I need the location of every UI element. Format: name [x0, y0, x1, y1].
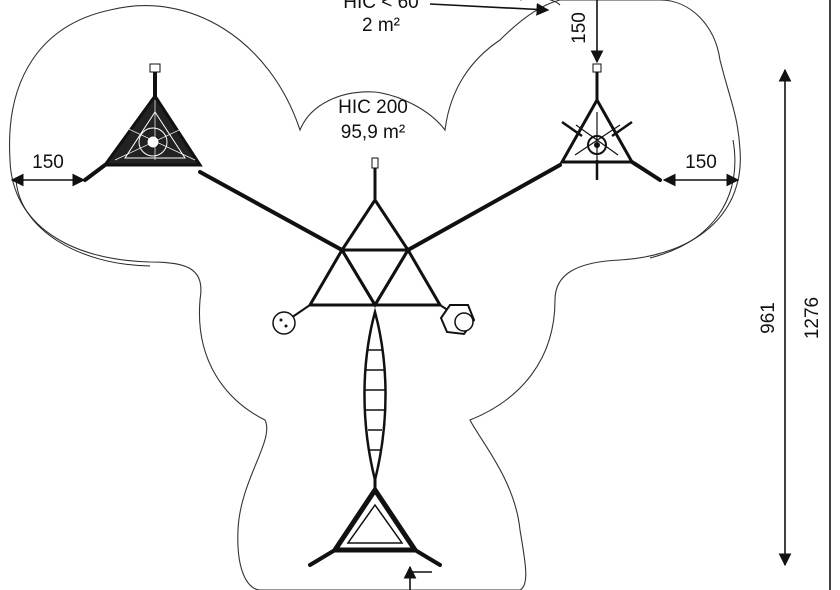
inner-height-label: 961: [758, 302, 779, 334]
right-net-pyramid: [559, 63, 662, 182]
total-height-label: 1276: [802, 297, 823, 339]
hic-large-label: HIC 200: [338, 97, 408, 118]
hic-small-label: HIC < 60: [343, 0, 419, 13]
hic-small-area: 2 m²: [362, 15, 400, 36]
hic-small-leader: [429, 3, 550, 16]
top-clearance-label: 150: [569, 12, 590, 44]
dimension-bottom: [403, 565, 432, 590]
left-net-pyramid: [83, 63, 203, 182]
left-clearance-label: 150: [32, 152, 64, 173]
bottom-net-triangle: [308, 485, 442, 567]
central-net-tower: [307, 157, 443, 308]
right-clearance-label: 150: [685, 152, 717, 173]
bottom-bridge: [363, 307, 387, 492]
safety-zone-outline: [8, 0, 741, 590]
connecting-ropes: [198, 163, 562, 323]
hic-large-area: 95,9 m²: [341, 122, 405, 143]
round-stepping-elements: [272, 304, 476, 336]
